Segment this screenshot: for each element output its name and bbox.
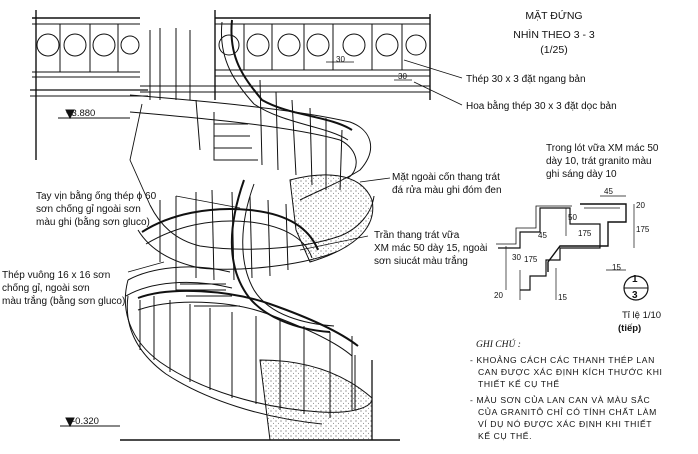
label-tran-thang-3: sơn siucát màu trắng [374, 256, 468, 267]
dim-20-top: 20 [636, 201, 645, 210]
dim-30-b: 30 [398, 72, 407, 81]
leader-lines [127, 59, 463, 273]
dim-45-top: 45 [604, 187, 613, 196]
label-mat-ngoai-1: Mặt ngoài cốn thang trát [392, 172, 500, 183]
note-2-line-1: - MÀU SƠN CỦA LAN CAN VÀ MÀU SẮC [470, 395, 651, 405]
label-thep-ngang: Thép 30 x 3 đặt ngang bản [466, 74, 586, 85]
drawing-scale: (1/25) [540, 44, 568, 56]
label-hoa-bang-thep: Hoa bằng thép 30 x 3 đặt dọc bản [466, 101, 617, 112]
label-tay-vin-2: sơn chống gỉ ngoài sơn [36, 204, 141, 215]
notes-heading: GHI CHÚ : [476, 340, 521, 350]
ground-line [60, 417, 400, 441]
top-railing-left [30, 10, 148, 160]
level-marker-top [58, 109, 130, 120]
stair-lower-flight [124, 266, 373, 441]
label-tay-vin-3: màu ghi (bằng sơn gluco) [36, 217, 150, 228]
note-1-line-1: - KHOẢNG CÁCH CÁC THANH THÉP LAN [470, 355, 655, 365]
label-tay-vin-1: Tay vịn bằng ống thép ϕ 60 [36, 191, 157, 202]
note-2-line-2: CỦA GRANITÔ CHỈ CÓ TÍNH CHẤT LÀM [478, 407, 657, 417]
label-thep-vuong-3: màu trắng (bằng sơn gluco) [2, 296, 126, 307]
label-tran-thang-1: Trần thang trát vữa [374, 230, 460, 241]
level-label-bottom: -0.320 [72, 416, 99, 427]
section-marker [623, 275, 649, 301]
note-1-line-3: THIẾT KẾ CỤ THỂ [478, 379, 560, 389]
dim-175-c: 175 [636, 225, 650, 234]
stair-upper-flight [129, 19, 371, 206]
dim-30-a: 30 [336, 55, 345, 64]
dim-15-b: 15 [558, 293, 567, 302]
detail-scale: Tỉ lệ 1/10 [622, 310, 662, 321]
dim-45-mid: 45 [538, 231, 547, 240]
label-trong-lot-3: ghi sáng dày 10 [546, 169, 617, 180]
level-label-top: +3.880 [66, 108, 96, 119]
label-trong-lot-2: dày 10, trát granito màu [546, 156, 652, 167]
note-1-line-2: CAN ĐƯỢC XÁC ĐỊNH KÍCH THƯỚC KHI [478, 367, 663, 377]
drawing-subtitle: NHÌN THEO 3 - 3 [513, 29, 595, 41]
stair-middle-flight [137, 174, 375, 333]
dim-175-a: 175 [578, 229, 592, 238]
section-number-bottom: 3 [632, 290, 638, 301]
drawing-title: MẶT ĐỨNG [525, 10, 583, 22]
label-tran-thang-2: XM mác 50 dày 15, ngoài [374, 243, 488, 254]
top-railing-right [140, 10, 431, 100]
note-2-line-4: KẾ CỤ THỂ. [478, 431, 533, 441]
dim-175-b: 175 [524, 255, 538, 264]
section-number-top: 1 [632, 274, 638, 285]
dim-15-a: 15 [612, 263, 621, 272]
label-mat-ngoai-2: đá rửa màu ghi đóm đen [392, 185, 502, 196]
label-thep-vuong-1: Thép vuông 16 x 16 sơn [2, 270, 111, 281]
dim-30-c: 30 [512, 253, 521, 262]
top-dimension-ticks [326, 61, 412, 81]
label-trong-lot-1: Trong lót vữa XM mác 50 [546, 143, 659, 154]
dim-50: 50 [568, 213, 577, 222]
note-2-line-3: VÍ DỤ NÓ ĐƯỢC XÁC ĐỊNH KHI THIẾT [478, 419, 653, 429]
step-section-detail [496, 195, 635, 300]
dim-20-bottom: 20 [494, 291, 503, 300]
detail-continued: (tiếp) [618, 323, 642, 334]
label-thep-vuong-2: chống gỉ, ngoài sơn [2, 283, 90, 294]
